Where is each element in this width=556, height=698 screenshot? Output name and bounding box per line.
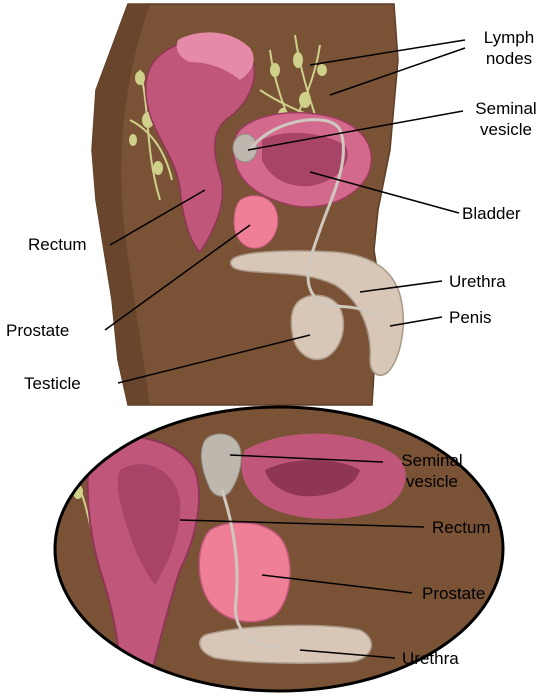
- label-lymph-nodes-line2: nodes: [468, 48, 550, 69]
- label-testicle: Testicle: [24, 373, 81, 394]
- prostate-organ: [234, 196, 278, 249]
- label-seminal-vesicle-bottom: Seminal vesicle: [384, 450, 480, 492]
- label-bladder: Bladder: [462, 203, 521, 224]
- label-lymph-nodes-line1: Lymph: [468, 27, 550, 48]
- label-prostate-top: Prostate: [6, 320, 69, 341]
- label-lymph-nodes: Lymph nodes: [468, 27, 550, 69]
- label-prostate-bottom: Prostate: [422, 583, 485, 604]
- label-urethra-top: Urethra: [449, 271, 506, 292]
- zoom-prostate-organ: [199, 523, 290, 622]
- label-seminal-vesicle-top-line2: vesicle: [458, 119, 554, 140]
- label-seminal-vesicle-top: Seminal vesicle: [458, 98, 554, 140]
- zoom-urethra-organ: [200, 625, 372, 663]
- label-seminal-vesicle-top-line1: Seminal: [458, 98, 554, 119]
- label-urethra-bottom: Urethra: [402, 648, 459, 669]
- label-rectum-bottom: Rectum: [432, 517, 491, 538]
- seminal-vesicle-organ: [233, 134, 257, 162]
- label-seminal-vesicle-bottom-line1: Seminal: [384, 450, 480, 471]
- top-sagittal-view: [92, 4, 465, 405]
- label-rectum-top: Rectum: [28, 234, 87, 255]
- label-seminal-vesicle-bottom-line2: vesicle: [384, 471, 480, 492]
- label-penis: Penis: [449, 307, 492, 328]
